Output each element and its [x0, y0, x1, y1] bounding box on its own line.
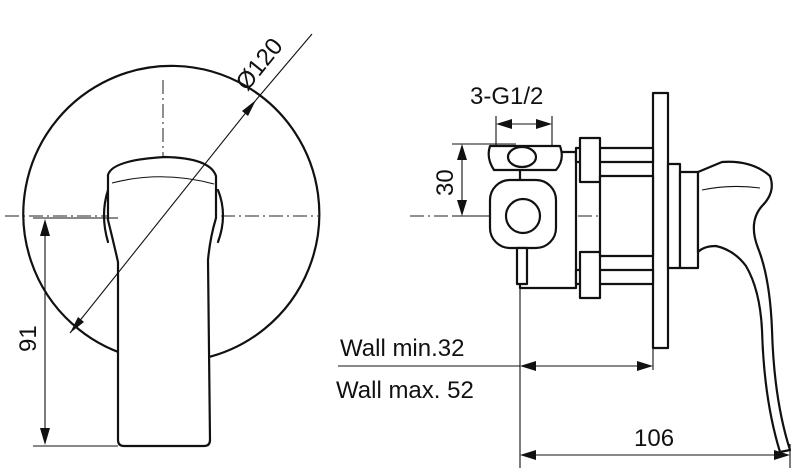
depth-arrow-right — [774, 450, 790, 460]
bottom-plug — [515, 246, 529, 286]
diameter-dimension-line — [69, 99, 257, 334]
wall-flange — [651, 91, 670, 350]
height-arrow-bottom — [40, 428, 50, 445]
spacing-arrow-bottom — [457, 200, 467, 216]
diameter-arrow-lower — [70, 317, 84, 333]
cover-ring — [666, 162, 682, 270]
thread-arrow-left — [496, 119, 512, 129]
height-label: 91 — [15, 325, 42, 352]
cover-sleeve — [678, 170, 700, 270]
cartridge-housing — [598, 174, 655, 258]
side-outlet-bore — [504, 197, 542, 235]
spacing-label: 30 — [432, 169, 459, 196]
lever-handle — [106, 155, 218, 448]
wall-min-label: Wall min.32 — [340, 335, 464, 362]
diameter-leader-line — [255, 33, 313, 101]
diameter-arrow-upper — [242, 100, 256, 116]
side-view: 3-G1/2 30 Wall min.32 Wall max. 52 106 — [336, 83, 792, 468]
height-arrow-top — [40, 219, 50, 236]
wall-arrow-right — [637, 361, 653, 371]
depth-arrow-left — [520, 450, 536, 460]
boss-left-edge — [102, 188, 110, 244]
lever-top-contour — [111, 176, 215, 185]
upper-hex-nut — [578, 136, 602, 184]
lower-hex-nut — [578, 250, 602, 300]
lever-side-contour — [701, 185, 761, 191]
depth-label: 106 — [634, 425, 674, 452]
diameter-label: Ø120 — [231, 33, 289, 96]
spacing-arrow-top — [457, 144, 467, 160]
wall-max-label: Wall max. 52 — [336, 377, 474, 404]
front-view: Ø120 91 — [5, 33, 321, 448]
top-inlet-bore — [506, 145, 538, 169]
wall-arrow-left — [520, 361, 536, 371]
boss-right-edge — [216, 188, 225, 244]
thread-label: 3-G1/2 — [470, 83, 543, 110]
lever-side-profile — [696, 160, 792, 454]
escutcheon-plate — [22, 64, 321, 360]
thread-arrow-right — [536, 119, 552, 129]
